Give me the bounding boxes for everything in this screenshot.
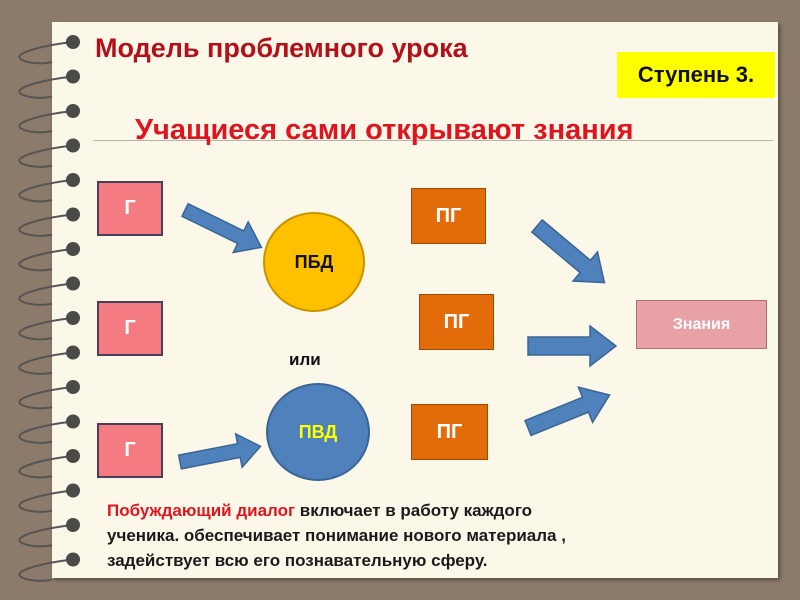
or-label: или bbox=[289, 350, 321, 369]
spiral-ring bbox=[18, 75, 73, 99]
pg-box-2: ПГ bbox=[419, 294, 494, 350]
spiral-ring bbox=[18, 41, 73, 65]
spiral-ring bbox=[18, 524, 73, 548]
spiral-ring bbox=[18, 558, 73, 582]
slide-subtitle: Учащиеся сами открывают знания bbox=[135, 114, 634, 146]
spiral-ring bbox=[18, 386, 73, 410]
spiral-ring bbox=[18, 248, 73, 272]
g-box-2: Г bbox=[97, 301, 163, 356]
description-line-2: ученика. обеспечивает понимание нового м… bbox=[107, 526, 566, 545]
slide-title: Модель проблемного урока bbox=[95, 33, 468, 63]
spiral-hole bbox=[66, 345, 80, 360]
arrow-g3-to-pvd bbox=[177, 432, 262, 470]
spiral-ring bbox=[18, 179, 73, 203]
knowledge-box: Знания bbox=[636, 300, 767, 349]
spiral-ring bbox=[18, 420, 73, 444]
pg-box-1: ПГ bbox=[411, 188, 486, 244]
spiral-ring bbox=[18, 282, 73, 306]
g-box-3: Г bbox=[97, 423, 163, 478]
arrow-g1-to-pbd bbox=[180, 202, 263, 254]
spiral-ring bbox=[18, 455, 73, 479]
spiral-hole bbox=[66, 449, 80, 463]
spiral-hole bbox=[66, 414, 80, 429]
spiral-hole bbox=[66, 552, 80, 567]
spiral-hole bbox=[66, 380, 80, 394]
spiral-hole bbox=[66, 518, 80, 532]
spiral-ring bbox=[18, 351, 73, 375]
spiral-hole bbox=[66, 69, 80, 84]
pg-box-3: ПГ bbox=[411, 404, 488, 460]
arrow-pg1-to-result bbox=[530, 218, 606, 284]
spiral-ring bbox=[18, 213, 73, 237]
spiral-hole bbox=[66, 242, 80, 256]
spiral-hole bbox=[66, 207, 80, 222]
header-rule bbox=[93, 140, 773, 141]
pvd-circle: ПВД bbox=[266, 383, 370, 481]
spiral-hole bbox=[66, 138, 80, 153]
spiral-hole bbox=[66, 276, 80, 291]
description-line-1: включает в работу каждого bbox=[295, 501, 533, 520]
arrow-pg3-to-result bbox=[524, 386, 611, 437]
arrow-pg2-to-result bbox=[527, 324, 618, 368]
spiral-hole bbox=[66, 483, 80, 498]
spiral-hole bbox=[66, 173, 80, 187]
spiral-hole bbox=[66, 104, 80, 118]
spiral-ring bbox=[18, 317, 73, 341]
spiral-ring bbox=[18, 110, 73, 134]
spiral-hole bbox=[66, 35, 80, 49]
description-line-3: задействует всю его познавательную сферу… bbox=[107, 551, 488, 570]
description-text: Побуждающий диалог включает в работу каж… bbox=[107, 498, 566, 573]
spiral-ring bbox=[18, 489, 73, 513]
spiral-hole bbox=[66, 311, 80, 325]
pbd-circle: ПБД bbox=[263, 212, 365, 312]
step-badge: Ступень 3. bbox=[617, 52, 775, 98]
spiral-ring bbox=[18, 144, 73, 168]
g-box-1: Г bbox=[97, 181, 163, 236]
description-highlight: Побуждающий диалог bbox=[107, 501, 296, 520]
